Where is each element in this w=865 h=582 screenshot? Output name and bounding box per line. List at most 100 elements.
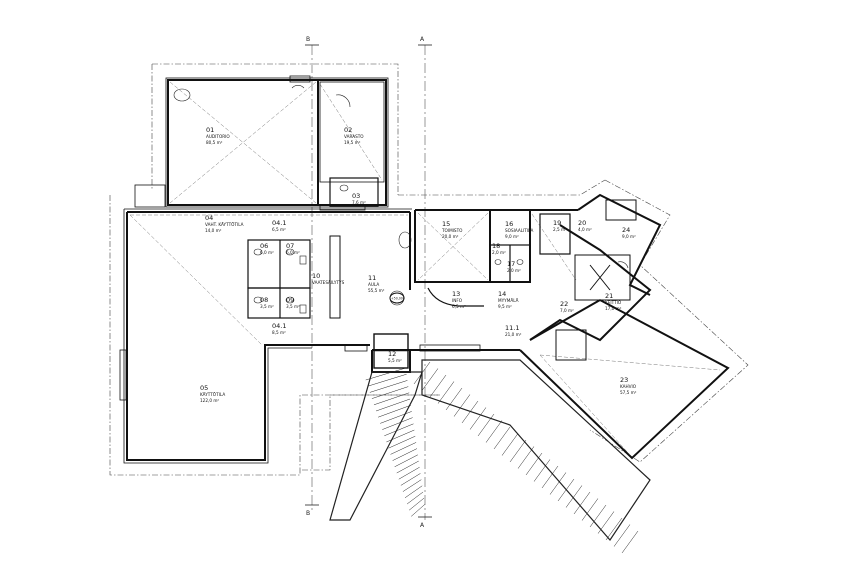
room-number: 03: [352, 192, 360, 200]
room-area: 80,5 m²: [206, 140, 223, 145]
deck-board: [378, 404, 411, 418]
room-number: 18: [492, 242, 500, 250]
fixtures: [173, 84, 629, 314]
ceiling-diagonals: [129, 81, 721, 456]
room-number: 13: [452, 290, 460, 298]
room-area: 57,5 m²: [620, 390, 637, 395]
room-area: 7,6 m²: [352, 200, 366, 205]
axis-label-a-bottom: A: [420, 522, 425, 529]
elevation-marker: +50,000: [389, 290, 405, 306]
room-area: 5,5 m²: [388, 358, 402, 363]
deck-board: [557, 478, 575, 502]
room-area: 9,5 m²: [498, 304, 512, 309]
deck-board: [589, 504, 607, 528]
deck-board: [382, 417, 413, 430]
deck-board: [493, 426, 511, 450]
room-name: AULA: [368, 282, 379, 287]
deck-board: [549, 472, 567, 495]
deck-board: [404, 485, 423, 499]
deck-board: [400, 473, 421, 486]
deck-board: [533, 459, 551, 482]
deck-board: [398, 466, 420, 480]
room-area: 6,5 m²: [272, 227, 286, 232]
room-number: 24: [622, 226, 630, 234]
terrace-deck: [329, 359, 651, 554]
deck-board: [565, 485, 583, 508]
room-number: 06: [260, 242, 268, 250]
room-name: INFO: [452, 298, 463, 303]
room-number: 11.1: [505, 324, 519, 332]
deck-board: [541, 465, 559, 489]
room-number: 10: [312, 272, 320, 280]
deck-board: [402, 479, 422, 492]
room-area: 9,0 m²: [505, 234, 519, 239]
deck-board: [421, 368, 439, 391]
deck-board: [597, 511, 615, 534]
room-area: 20,0 m²: [442, 234, 459, 239]
room-area: 55,5 m²: [368, 288, 385, 293]
room-name: KÄYTTÖTILA: [200, 392, 225, 397]
room-number: 01: [206, 126, 214, 134]
room-number: 22: [560, 300, 568, 308]
deck-board: [509, 439, 527, 463]
room-number: 17: [507, 260, 515, 268]
room-area: 2,0 m²: [492, 250, 506, 255]
deck-board: [367, 373, 407, 387]
room-name: VARASTO: [344, 134, 364, 139]
room-name: SOSIAALITILA: [505, 228, 533, 233]
axis-label-a-top: A: [420, 36, 425, 43]
room-number: 21: [605, 292, 613, 300]
room-area: 17,0 m²: [605, 306, 622, 311]
room-area: 2,5 m²: [553, 227, 567, 232]
room-number: 23: [620, 376, 628, 384]
room-number: 20: [578, 219, 586, 227]
section-markers: B A B A: [305, 36, 432, 529]
deck-board: [388, 435, 416, 449]
deck-board: [605, 517, 623, 541]
room-name: MYYMÄLÄ: [498, 298, 519, 303]
room-area: 7,0 m²: [560, 308, 574, 313]
deck-board: [613, 524, 631, 547]
room-name: KEITTIÖ: [605, 300, 622, 305]
room-area: 122,0 m²: [200, 398, 219, 403]
deck-board: [375, 398, 411, 412]
deck-board: [517, 446, 535, 469]
room-number: 04.1: [272, 322, 286, 330]
room-area: 9,0 m²: [622, 234, 636, 239]
deck-board: [581, 498, 599, 521]
room-number: 16: [505, 220, 513, 228]
deck-board: [373, 392, 410, 406]
room-number: 04: [205, 214, 213, 222]
room-number: 08: [260, 296, 268, 304]
deck-board: [501, 433, 519, 456]
room-number: 05: [200, 384, 208, 392]
room-number: 04.1: [272, 219, 286, 227]
room-number: 09: [286, 296, 294, 304]
aula-partitions: [329, 199, 637, 361]
deck-board: [445, 387, 463, 411]
room-number: 15: [442, 220, 450, 228]
room-name: VAHT. KÄYTTÖTILA: [205, 222, 244, 227]
room-area: 3,5 m²: [260, 304, 274, 309]
deck-board: [365, 367, 406, 381]
room-number: 02: [344, 126, 352, 134]
room-area: 6,0 m²: [260, 250, 274, 255]
wall-details: [119, 75, 481, 401]
deck-board: [525, 452, 543, 476]
deck-board: [477, 413, 495, 437]
room-area: 8,5 m²: [272, 330, 286, 335]
room-name: KAHVIO: [620, 384, 637, 389]
deck-board: [469, 407, 487, 430]
deck-board: [390, 442, 417, 455]
room-name: AUDITORIO: [206, 134, 230, 139]
room-number: 11: [368, 274, 376, 282]
room-area: 19,5 m²: [344, 140, 361, 145]
deck-board: [406, 491, 424, 505]
deck-board: [371, 386, 409, 399]
room-name: VAATESÄILYTYS: [312, 280, 345, 285]
axis-label-b-top: B: [306, 36, 310, 43]
exterior-walls: [123, 77, 729, 464]
deck-board: [384, 423, 414, 437]
deck-board: [485, 420, 503, 443]
